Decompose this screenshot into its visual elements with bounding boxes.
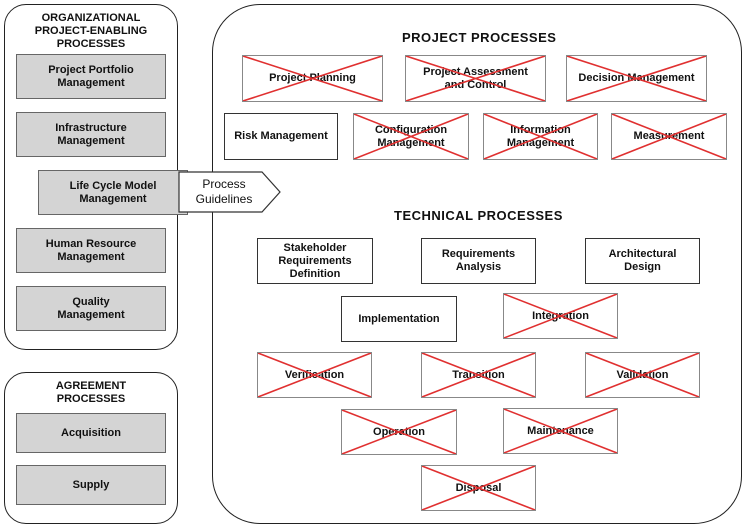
box-lifecycle: Life Cycle Model Management — [38, 170, 188, 215]
box-disposal: Disposal — [421, 465, 536, 511]
technical-processes-title: TECHNICAL PROCESSES — [394, 208, 563, 223]
box-portfolio: Project Portfolio Management — [16, 54, 166, 99]
process-guidelines-label: Process Guidelines — [195, 177, 253, 206]
box-measurement: Measurement — [611, 113, 727, 160]
box-verification-label: Verification — [284, 368, 345, 381]
box-risk-label: Risk Management — [234, 130, 328, 142]
box-supply-label: Supply — [72, 478, 110, 491]
box-hr-label: Human Resource Management — [45, 237, 137, 263]
box-infrastructure: Infrastructure Management — [16, 112, 166, 157]
box-verification: Verification — [257, 352, 372, 398]
box-transition: Transition — [421, 352, 536, 398]
box-quality-label: Quality Management — [57, 295, 125, 321]
box-requirements: Requirements Analysis — [421, 238, 536, 284]
box-requirements-label: Requirements Analysis — [441, 248, 516, 273]
box-infrastructure-label: Infrastructure Management — [55, 121, 127, 147]
box-assessment-label: Project Assessment and Control — [423, 65, 528, 91]
project-processes-title: PROJECT PROCESSES — [402, 30, 557, 45]
box-maintenance-label: Maintenance — [527, 424, 594, 437]
box-disposal-label: Disposal — [455, 481, 502, 494]
box-configuration: Configuration Management — [353, 113, 469, 160]
box-information-label: Information Management — [506, 123, 575, 149]
box-portfolio-label: Project Portfolio Management — [48, 63, 134, 89]
box-decision-label: Decision Management — [578, 72, 695, 84]
box-integration-label: Integration — [532, 309, 589, 322]
box-risk: Risk Management — [224, 113, 338, 160]
box-architecture-label: Architectural Design — [608, 248, 677, 273]
box-validation-label: Validation — [616, 368, 669, 381]
box-supply: Supply — [16, 465, 166, 505]
box-implementation-label: Implementation — [358, 312, 440, 325]
box-planning-label: Project Planning — [269, 72, 356, 84]
agreement-title: AGREEMENT PROCESSES — [55, 380, 127, 405]
box-information: Information Management — [483, 113, 598, 160]
box-acquisition-label: Acquisition — [61, 426, 121, 439]
box-operation: Operation — [341, 409, 457, 455]
box-quality: Quality Management — [16, 286, 166, 331]
box-stakeholder: Stakeholder Requirements Definition — [257, 238, 373, 284]
box-acquisition: Acquisition — [16, 413, 166, 453]
box-operation-label: Operation — [373, 425, 425, 438]
box-validation: Validation — [585, 352, 700, 398]
box-measurement-label: Measurement — [633, 130, 705, 142]
box-maintenance: Maintenance — [503, 408, 618, 454]
box-lifecycle-label: Life Cycle Model Management — [69, 179, 157, 205]
callout-arrow-shape — [178, 171, 281, 213]
box-stakeholder-label: Stakeholder Requirements Definition — [278, 241, 352, 280]
box-planning: Project Planning — [242, 55, 383, 102]
box-decision: Decision Management — [566, 55, 707, 102]
box-integration: Integration — [503, 293, 618, 339]
box-implementation: Implementation — [341, 296, 457, 342]
box-architecture: Architectural Design — [585, 238, 700, 284]
box-assessment: Project Assessment and Control — [405, 55, 546, 102]
process-guidelines-callout — [178, 171, 281, 213]
box-transition-label: Transition — [452, 368, 505, 381]
box-hr: Human Resource Management — [16, 228, 166, 273]
box-configuration-label: Configuration Management — [374, 123, 448, 149]
org-enabling-title: ORGANIZATIONAL PROJECT-ENABLING PROCESSE… — [34, 12, 148, 50]
